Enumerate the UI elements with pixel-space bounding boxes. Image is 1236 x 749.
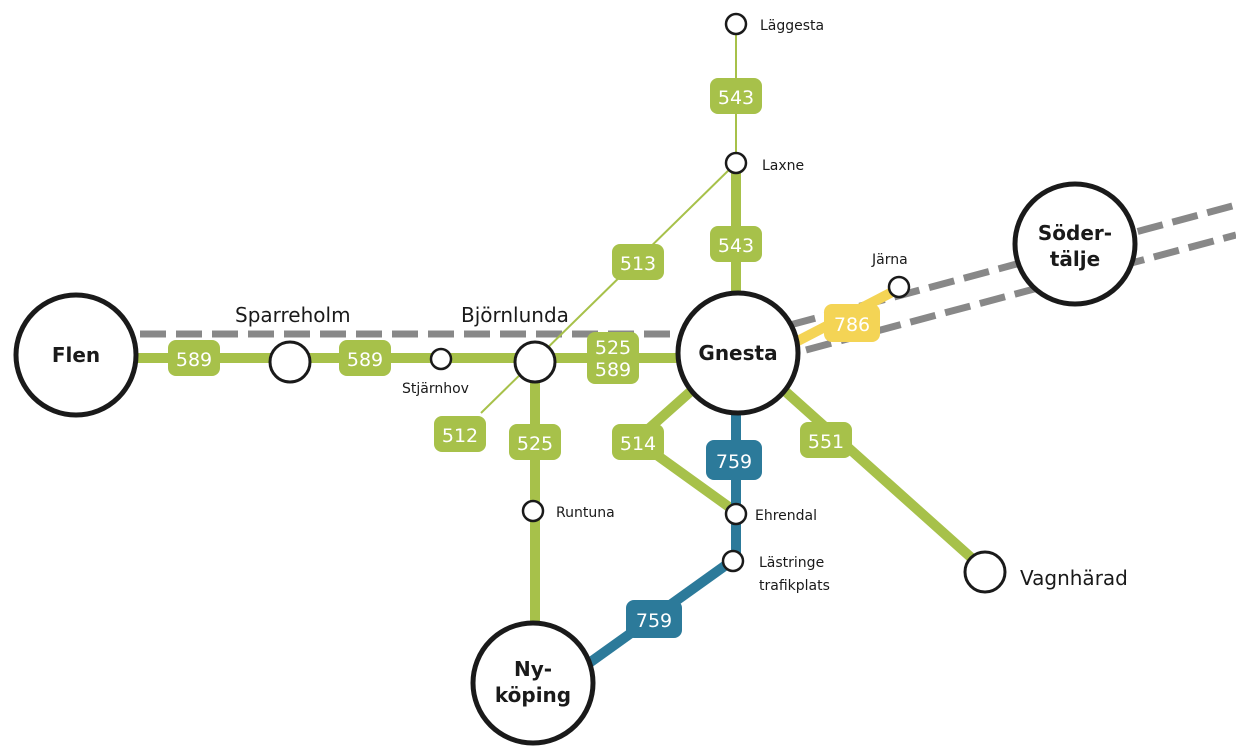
svg-text:525: 525 xyxy=(517,433,553,455)
svg-text:Ny-: Ny- xyxy=(514,657,552,681)
svg-text:786: 786 xyxy=(834,314,870,336)
route-badge-543-north[interactable]: 543 xyxy=(710,78,762,114)
svg-text:514: 514 xyxy=(620,433,656,455)
label-lastringe-1: Lästringe xyxy=(759,555,824,571)
route-badge-589-flen[interactable]: 589 xyxy=(168,340,220,376)
label-lastringe-2: trafikplats xyxy=(759,578,830,594)
route-badge-525-589[interactable]: 525 589 xyxy=(587,332,639,384)
green-route-lines xyxy=(127,158,990,637)
hub-nykoping[interactable]: Ny- köping xyxy=(470,620,596,746)
route-badge-759-north[interactable]: 759 xyxy=(706,440,762,480)
label-sparreholm: Sparreholm xyxy=(235,303,351,327)
label-ehrendal: Ehrendal xyxy=(755,508,817,524)
label-vagnharad: Vagnhärad xyxy=(1020,566,1128,590)
hub-gnesta[interactable]: Gnesta xyxy=(675,290,801,416)
label-jarna: Järna xyxy=(871,252,908,268)
station-bjornlunda[interactable] xyxy=(513,340,557,384)
svg-text:513: 513 xyxy=(620,253,656,275)
route-badge-514[interactable]: 514 xyxy=(612,424,664,460)
route-badge-551[interactable]: 551 xyxy=(800,422,852,458)
svg-text:Gnesta: Gnesta xyxy=(698,341,777,365)
route-badge-513[interactable]: 513 xyxy=(612,244,664,280)
svg-text:759: 759 xyxy=(716,451,752,473)
stop-lastringe[interactable] xyxy=(721,549,745,573)
svg-text:589: 589 xyxy=(176,349,212,371)
svg-text:589: 589 xyxy=(347,349,383,371)
label-laxne: Laxne xyxy=(762,158,804,174)
route-badge-589-sparreholm[interactable]: 589 xyxy=(339,340,391,376)
station-sparreholm[interactable] xyxy=(268,340,312,384)
svg-text:543: 543 xyxy=(718,87,754,109)
stop-stjarnhov[interactable] xyxy=(429,347,453,371)
svg-text:759: 759 xyxy=(636,610,672,632)
route-badge-525[interactable]: 525 xyxy=(509,424,561,460)
stop-jarna[interactable] xyxy=(887,275,911,299)
svg-text:551: 551 xyxy=(808,431,844,453)
route-badge-759-south[interactable]: 759 xyxy=(626,600,682,638)
svg-text:512: 512 xyxy=(442,425,478,447)
label-laggesta: Läggesta xyxy=(760,18,824,34)
hub-sodertalje[interactable]: Söder- tälje xyxy=(1012,181,1138,307)
svg-text:Söder-: Söder- xyxy=(1038,221,1112,245)
stop-laggesta[interactable] xyxy=(724,12,748,36)
label-stjarnhov: Stjärnhov xyxy=(402,381,469,397)
label-bjornlunda: Björnlunda xyxy=(461,303,569,327)
stop-ehrendal[interactable] xyxy=(724,502,748,526)
route-badge-786[interactable]: 786 xyxy=(824,304,880,342)
svg-text:tälje: tälje xyxy=(1050,247,1100,271)
svg-text:589: 589 xyxy=(595,359,631,381)
svg-text:525: 525 xyxy=(595,337,631,359)
stop-laxne[interactable] xyxy=(724,151,748,175)
route-badge-543-south[interactable]: 543 xyxy=(710,226,762,262)
hub-flen[interactable]: Flen xyxy=(13,292,139,418)
route-badge-512[interactable]: 512 xyxy=(434,416,486,452)
svg-text:543: 543 xyxy=(718,235,754,257)
route-551-line xyxy=(781,387,990,575)
label-runtuna: Runtuna xyxy=(556,505,615,521)
stop-runtuna[interactable] xyxy=(521,499,545,523)
station-vagnharad[interactable] xyxy=(963,550,1007,594)
svg-text:köping: köping xyxy=(495,683,571,707)
svg-text:Flen: Flen xyxy=(52,343,100,367)
